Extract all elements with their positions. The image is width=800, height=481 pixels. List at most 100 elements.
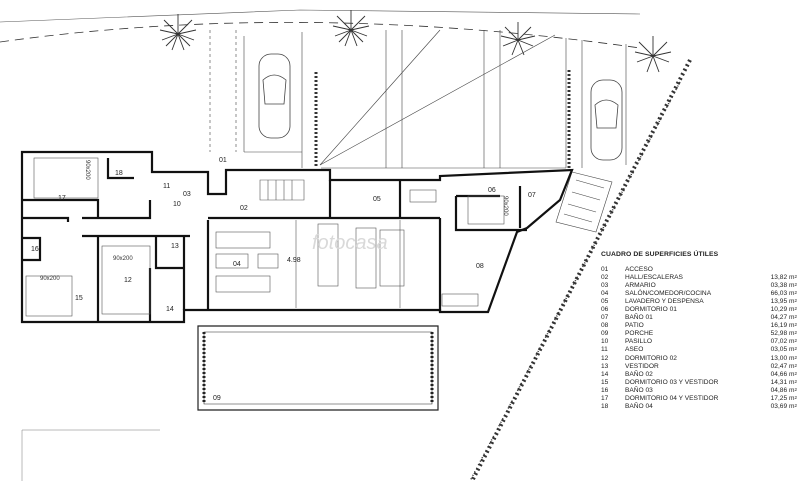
lower-left-plot — [21, 429, 160, 481]
surface-row-unit: m — [788, 378, 795, 386]
surface-row-name: HALL/ESCALERAS — [625, 274, 683, 282]
surface-row-name: DORMITORIO 01 — [625, 306, 677, 314]
surface-row-area: 03,38 m2 — [771, 282, 797, 290]
palm-tree-4 — [634, 36, 672, 73]
surface-row-name: DORMITORIO 03 Y VESTIDOR — [625, 378, 719, 386]
bed-label: 90x200 — [40, 276, 60, 282]
surface-row-area: 04,27 m2 — [771, 314, 797, 322]
surface-row: 04 SALÓN/COMEDOR/COCINA 66,03 m2 — [601, 290, 797, 298]
surface-row-area-value: 03,05 — [770, 346, 788, 354]
surface-row-name: PATIO — [625, 322, 644, 330]
surface-row-number: 16 — [601, 386, 609, 394]
surface-row-area: 03,69 m2 — [771, 403, 797, 411]
surface-row-unit-exp: 2 — [794, 386, 797, 392]
surface-row-name: BAÑO 02 — [625, 370, 653, 378]
surface-row-name: VESTIDOR — [625, 362, 659, 370]
surface-row-unit-exp: 2 — [794, 330, 797, 336]
surface-row-unit: m — [788, 402, 795, 410]
dimension-label: 4.98 — [287, 257, 301, 264]
surface-row-area: 14,31 m2 — [771, 379, 797, 387]
surface-row-unit-exp: 2 — [794, 298, 797, 304]
bed-label: 90x200 — [502, 196, 508, 216]
surface-row-unit: m — [788, 322, 795, 330]
room-label-10: 10 — [173, 201, 181, 208]
surface-row-name: BAÑO 03 — [625, 386, 653, 394]
room-label-09: 09 — [213, 395, 221, 402]
watermark: fotocasa — [312, 232, 388, 254]
surface-row-unit: m — [788, 330, 795, 338]
surface-row-unit-exp: 2 — [794, 274, 797, 280]
room-label-13: 13 — [171, 243, 179, 250]
surface-row-area-value: 02,47 — [770, 362, 788, 370]
car-1 — [258, 53, 291, 139]
surface-row-area: 03,05 m2 — [771, 346, 797, 354]
surface-row-unit: m — [788, 274, 795, 282]
surface-row-area: 13,00 m2 — [771, 355, 797, 363]
surface-row-area-value: 14,31 — [770, 378, 788, 386]
surface-row-unit-exp: 2 — [794, 394, 797, 400]
room-label-07: 07 — [528, 192, 536, 199]
surface-row-area: 66,03 m2 — [771, 290, 797, 298]
surface-row-name: PASILLO — [625, 338, 652, 346]
surface-row-area: 07,02 m2 — [771, 338, 797, 346]
surface-row-unit: m — [788, 346, 795, 354]
room-label-18: 18 — [115, 170, 123, 177]
room-label-14: 14 — [166, 306, 174, 313]
surface-row-area-value: 03,38 — [770, 282, 788, 290]
hedge-diagonal — [469, 59, 692, 481]
surface-row-unit: m — [788, 282, 795, 290]
room-label-17: 17 — [58, 195, 66, 202]
surface-row-number: 09 — [601, 330, 609, 338]
surface-table-title: CUADRO DE SUPERFICIES ÚTILES — [601, 251, 719, 258]
building-inner-lines — [25, 157, 505, 317]
surface-row-unit-exp: 2 — [794, 354, 797, 360]
surface-row-name: DORMITORIO 04 Y VESTIDOR — [625, 394, 719, 402]
surface-row-number: 11 — [601, 346, 608, 354]
room-label-01: 01 — [219, 157, 227, 164]
surface-row-unit-exp: 2 — [794, 378, 797, 384]
surface-row-number: 05 — [601, 298, 609, 306]
surface-row-area: 04,66 m2 — [771, 371, 797, 379]
surface-row-name: SALÓN/COMEDOR/COCINA — [625, 290, 712, 298]
surface-row-area-value: 66,03 — [770, 290, 788, 298]
room-label-03: 03 — [183, 191, 191, 198]
surface-row-name: ACCESO — [625, 266, 653, 273]
building-walls — [20, 150, 574, 324]
surface-row-unit-exp: 2 — [794, 282, 797, 288]
surface-row-unit-exp: 2 — [794, 338, 797, 344]
palm-tree-3 — [500, 22, 536, 56]
surface-row-unit: m — [788, 314, 795, 322]
surface-row-number: 04 — [601, 290, 609, 298]
room-label-11: 11 — [163, 183, 170, 190]
surface-row-number: 07 — [601, 314, 609, 322]
car-2 — [590, 79, 623, 161]
surface-row-name: DORMITORIO 02 — [625, 354, 677, 362]
surface-row-area: 02,47 m2 — [771, 363, 797, 371]
palm-tree-1 — [159, 14, 197, 51]
surface-row-area-value: 13,00 — [770, 354, 788, 362]
surface-row-name: ARMARIO — [625, 282, 656, 290]
surface-row-area-value: 10,29 — [770, 306, 788, 314]
surface-row-unit: m — [788, 386, 795, 394]
surface-row-area: 10,29 m2 — [771, 306, 797, 314]
surface-row-unit: m — [788, 362, 795, 370]
surface-row-number: 08 — [601, 322, 609, 330]
room-label-16: 16 — [31, 246, 39, 253]
surface-row-area-value: 16,19 — [770, 322, 788, 330]
surface-row-area-value: 04,66 — [770, 370, 788, 378]
surface-row-area: 16,19 m2 — [771, 322, 797, 330]
surface-row-area-value: 13,95 — [770, 298, 788, 306]
surface-row-area-value: 13,82 — [770, 274, 788, 282]
surface-row-unit: m — [788, 394, 795, 402]
